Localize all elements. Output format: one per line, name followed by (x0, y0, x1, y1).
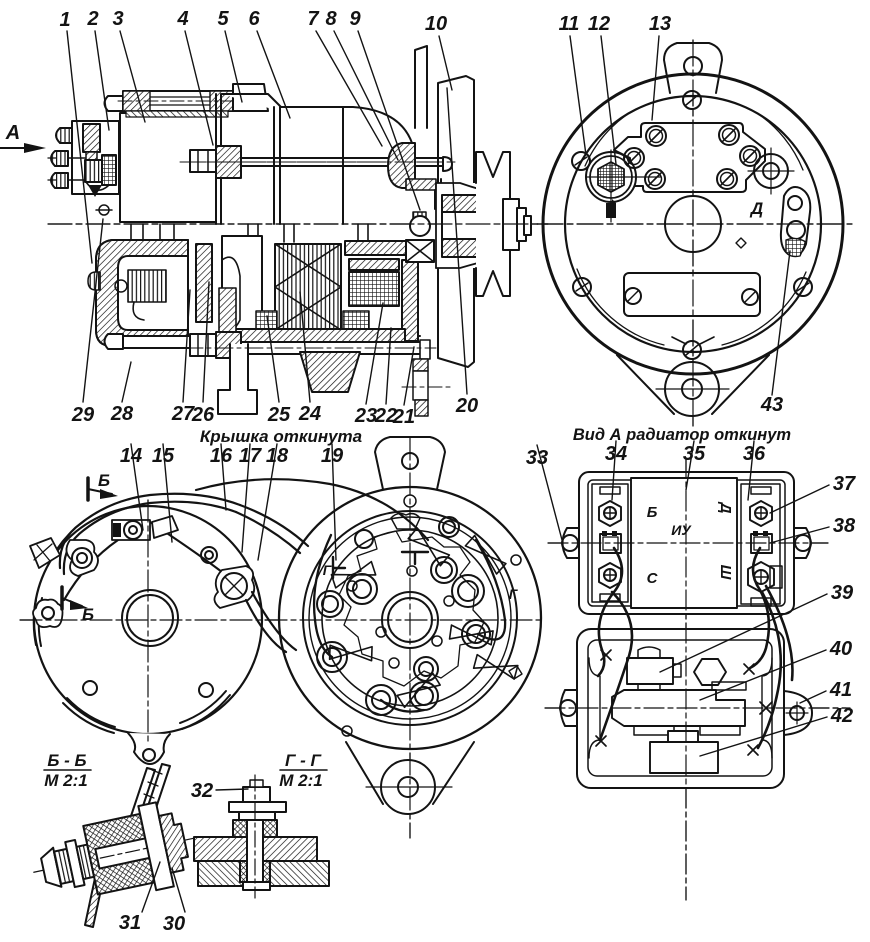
svg-text:32: 32 (191, 780, 213, 802)
svg-text:35: 35 (683, 443, 706, 465)
svg-text:6: 6 (248, 8, 260, 30)
svg-text:3: 3 (112, 8, 123, 30)
svg-text:Г: Г (323, 562, 333, 578)
svg-text:37: 37 (833, 473, 856, 495)
svg-text:4: 4 (176, 8, 188, 30)
svg-text:5: 5 (217, 8, 229, 30)
svg-text:7: 7 (307, 8, 319, 30)
svg-text:36: 36 (743, 443, 766, 465)
svg-text:М 2:1: М 2:1 (44, 771, 87, 790)
svg-text:18: 18 (266, 445, 289, 467)
svg-text:Крышка откинута: Крышка откинута (200, 427, 362, 446)
svg-text:38: 38 (833, 515, 856, 537)
svg-text:25: 25 (267, 404, 291, 426)
svg-text:27: 27 (171, 403, 195, 425)
svg-text:28: 28 (110, 403, 134, 425)
svg-text:14: 14 (120, 445, 142, 467)
svg-text:15: 15 (152, 445, 175, 467)
svg-text:А: А (5, 122, 20, 144)
svg-text:16: 16 (210, 445, 233, 467)
svg-text:34: 34 (605, 443, 627, 465)
svg-text:Ш: Ш (717, 565, 734, 580)
svg-text:Д: Д (749, 199, 763, 218)
svg-text:24: 24 (298, 403, 321, 425)
svg-text:30: 30 (163, 913, 185, 935)
svg-text:С: С (647, 570, 659, 587)
svg-text:22: 22 (374, 405, 397, 427)
svg-text:21: 21 (392, 406, 415, 428)
svg-text:Г - Г: Г - Г (285, 751, 323, 770)
svg-text:11: 11 (559, 13, 580, 35)
svg-text:М 2:1: М 2:1 (279, 771, 322, 790)
svg-text:39: 39 (831, 582, 854, 604)
svg-text:9: 9 (349, 8, 361, 30)
svg-text:Д: Д (717, 501, 734, 514)
svg-text:2: 2 (86, 8, 98, 30)
svg-text:20: 20 (455, 395, 478, 417)
svg-text:42: 42 (830, 705, 853, 727)
svg-text:8: 8 (325, 8, 337, 30)
svg-text:40: 40 (829, 638, 852, 660)
svg-text:26: 26 (191, 404, 215, 426)
svg-text:Б: Б (98, 471, 110, 490)
svg-text:29: 29 (71, 404, 95, 426)
svg-text:Б: Б (82, 605, 94, 624)
svg-text:23: 23 (354, 405, 377, 427)
svg-text:31: 31 (119, 912, 141, 934)
svg-text:19: 19 (321, 445, 344, 467)
svg-text:33: 33 (526, 447, 548, 469)
svg-text:Г: Г (509, 586, 519, 602)
svg-text:Б - Б: Б - Б (47, 751, 86, 770)
svg-text:41: 41 (829, 679, 852, 701)
svg-text:Вид А радиатор откинут: Вид А радиатор откинут (573, 426, 791, 444)
svg-text:10: 10 (425, 13, 447, 35)
svg-text:1: 1 (59, 9, 70, 31)
svg-text:ИУ: ИУ (671, 522, 692, 538)
svg-text:17: 17 (239, 445, 262, 467)
svg-text:43: 43 (760, 394, 783, 416)
svg-text:12: 12 (588, 13, 610, 35)
svg-text:Б: Б (647, 504, 658, 521)
svg-text:13: 13 (649, 13, 671, 35)
